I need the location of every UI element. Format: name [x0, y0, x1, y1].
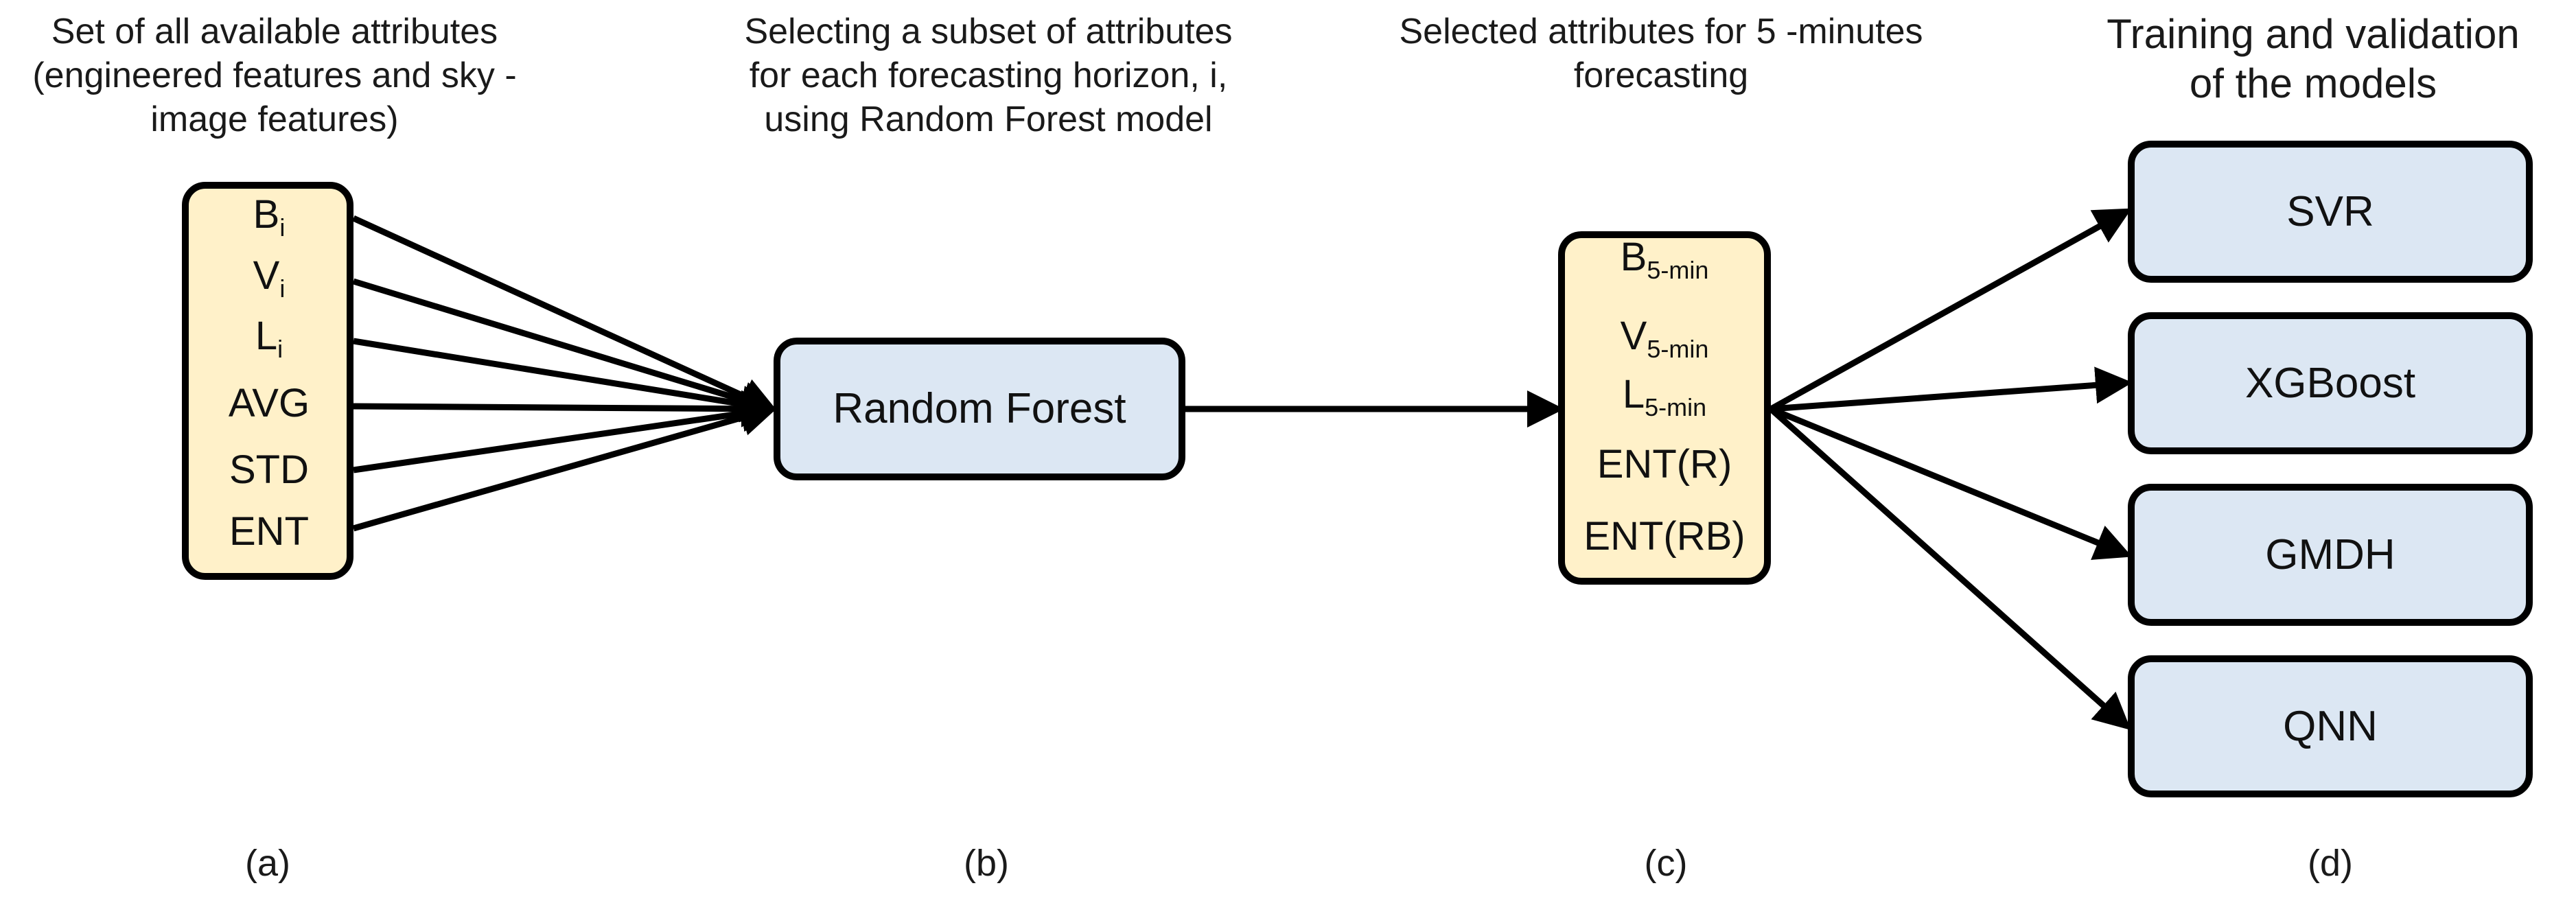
fan-in-arrow-0	[352, 215, 778, 413]
model-label-qnn: QNN	[2283, 702, 2378, 750]
fan-out-arrow-1	[1770, 366, 2133, 412]
attribute-a-subscript: i	[279, 274, 286, 303]
attribute-c-base: ENT(R)	[1597, 442, 1732, 487]
panel-letter-a: (a)	[245, 843, 290, 884]
attribute-a-base: L	[255, 314, 278, 358]
model-label-svr: SVR	[2286, 187, 2374, 235]
fan-out-arrow-0	[1769, 208, 2132, 412]
attribute-a-base: STD	[229, 447, 309, 492]
attribute-a-4: STD	[229, 449, 309, 491]
attribute-a-subscript: i	[277, 335, 283, 363]
attribute-c-0: B5-min	[1620, 235, 1709, 283]
attribute-c-subscript: 5-min	[1647, 256, 1709, 284]
caption-a: Set of all available attributes (enginee…	[32, 12, 517, 139]
attribute-c-4: ENT(RB)	[1583, 516, 1745, 557]
attribute-a-1: Vi	[253, 253, 286, 301]
attribute-a-base: AVG	[228, 381, 310, 425]
fan-in-arrow-4	[353, 395, 778, 473]
caption-b: Selecting a subset of attributes for eac…	[744, 12, 1233, 139]
fan-in-arrow-2	[353, 338, 778, 423]
attribute-c-2: L5-min	[1622, 372, 1706, 420]
selected-to-models-arrows	[1769, 208, 2133, 730]
attribute-a-5: ENT	[229, 511, 309, 552]
attribute-a-3: AVG	[229, 383, 310, 424]
random-forest-label: Random Forest	[833, 385, 1126, 432]
attribute-a-0: Bi	[253, 192, 286, 240]
fan-in-arrow-1	[352, 278, 778, 418]
panel-letter-b: (b)	[964, 843, 1009, 884]
panel-letter-c: (c)	[1644, 843, 1688, 884]
fan-in-arrow-3	[353, 390, 778, 428]
attribute-c-3: ENT(R)	[1597, 444, 1732, 485]
attribute-a-base: ENT	[229, 509, 309, 554]
model-box-xgboost: XGBoost	[2128, 312, 2533, 454]
fan-out-arrow-3	[1769, 406, 2131, 730]
caption-d: Training and validation of the models	[2107, 11, 2520, 106]
all-attributes-box	[182, 182, 353, 580]
model-box-gmdh: GMDH	[2128, 484, 2533, 626]
selected-attributes-box	[1558, 231, 1771, 585]
attributes-to-random-forest-arrows	[352, 215, 778, 532]
attribute-c-base: ENT(RB)	[1583, 514, 1745, 559]
attribute-a-base: B	[253, 192, 280, 237]
attribute-c-base: L	[1622, 372, 1645, 417]
model-label-xgboost: XGBoost	[2244, 359, 2416, 407]
model-label-gmdh: GMDH	[2265, 530, 2395, 578]
attribute-c-subscript: 5-min	[1647, 335, 1709, 363]
model-box-svr: SVR	[2128, 141, 2533, 283]
panel-letter-d: (d)	[2308, 843, 2353, 884]
attribute-c-subscript: 5-min	[1645, 393, 1707, 421]
model-box-qnn: QNN	[2128, 655, 2533, 797]
attribute-a-2: Li	[255, 314, 283, 362]
fan-in-arrow-5	[352, 399, 778, 532]
fan-out-arrow-2	[1769, 406, 2133, 560]
random-forest-box: Random Forest	[774, 338, 1185, 480]
attribute-a-subscript: i	[279, 213, 286, 242]
attribute-c-base: B	[1620, 235, 1647, 279]
attribute-c-1: V5-min	[1620, 314, 1709, 362]
attribute-c-base: V	[1620, 314, 1647, 358]
attribute-a-base: V	[253, 253, 280, 298]
caption-c: Selected attributes for 5 -minutes forec…	[1399, 12, 1923, 95]
